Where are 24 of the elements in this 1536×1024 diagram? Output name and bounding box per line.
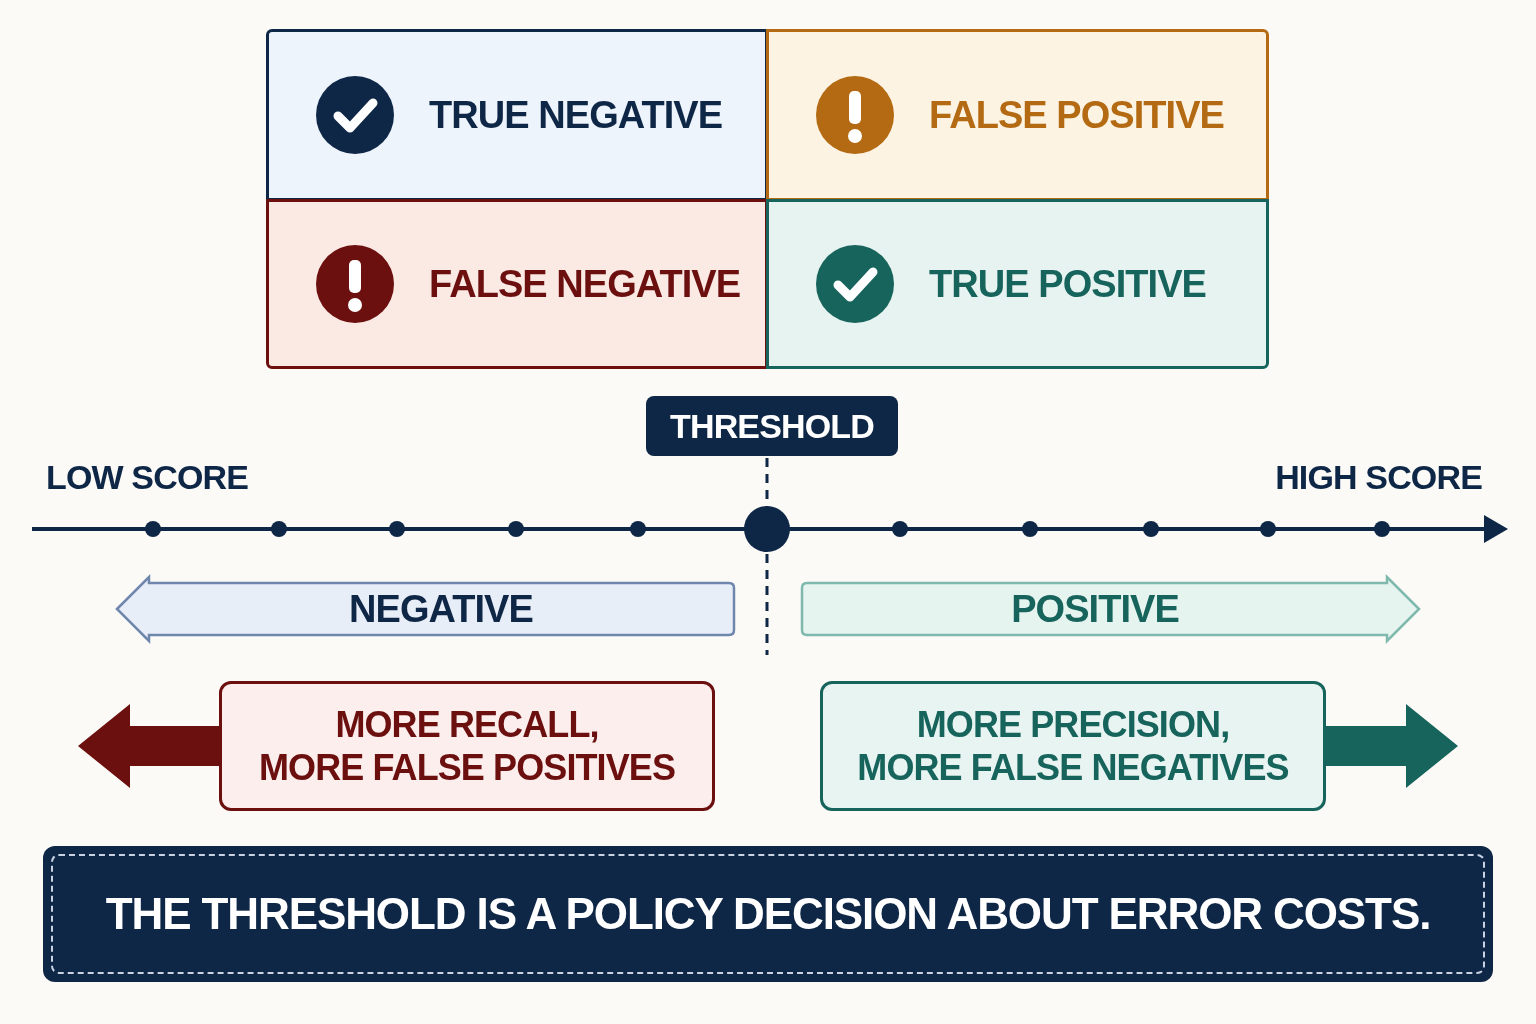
node-label: THE THRESHOLD IS A POLICY DECISION ABOUT ERROR COSTS. — [105, 888, 1431, 940]
arrow — [78, 704, 219, 788]
message-banner — [43, 846, 1493, 982]
threshold-badge — [646, 396, 898, 456]
node-label: FALSE NEGATIVE — [429, 261, 741, 307]
node-label: MORE PRECISION, MORE FALSE NEGATIVES — [857, 702, 1289, 790]
axis-label: HIGH SCORE — [1275, 457, 1482, 498]
node-label: TRUE POSITIVE — [929, 261, 1206, 307]
matrix-cell — [766, 29, 1269, 201]
axis-label: LOW SCORE — [46, 457, 248, 498]
node-label: FALSE POSITIVE — [929, 92, 1224, 138]
node-label: THRESHOLD — [670, 405, 874, 447]
negative-arrow — [115, 574, 737, 644]
matrix-cell — [766, 199, 1269, 369]
tradeoff-box — [820, 681, 1326, 811]
arrow — [1326, 704, 1458, 788]
node-label: POSITIVE — [1011, 586, 1180, 632]
matrix-cell — [266, 29, 768, 201]
positive-arrow — [799, 574, 1421, 644]
node-label: TRUE NEGATIVE — [429, 92, 723, 138]
node-label: MORE RECALL, MORE FALSE POSITIVES — [258, 702, 676, 790]
matrix-cell — [266, 199, 768, 369]
tradeoff-box — [219, 681, 715, 811]
node-label: NEGATIVE — [348, 586, 533, 632]
